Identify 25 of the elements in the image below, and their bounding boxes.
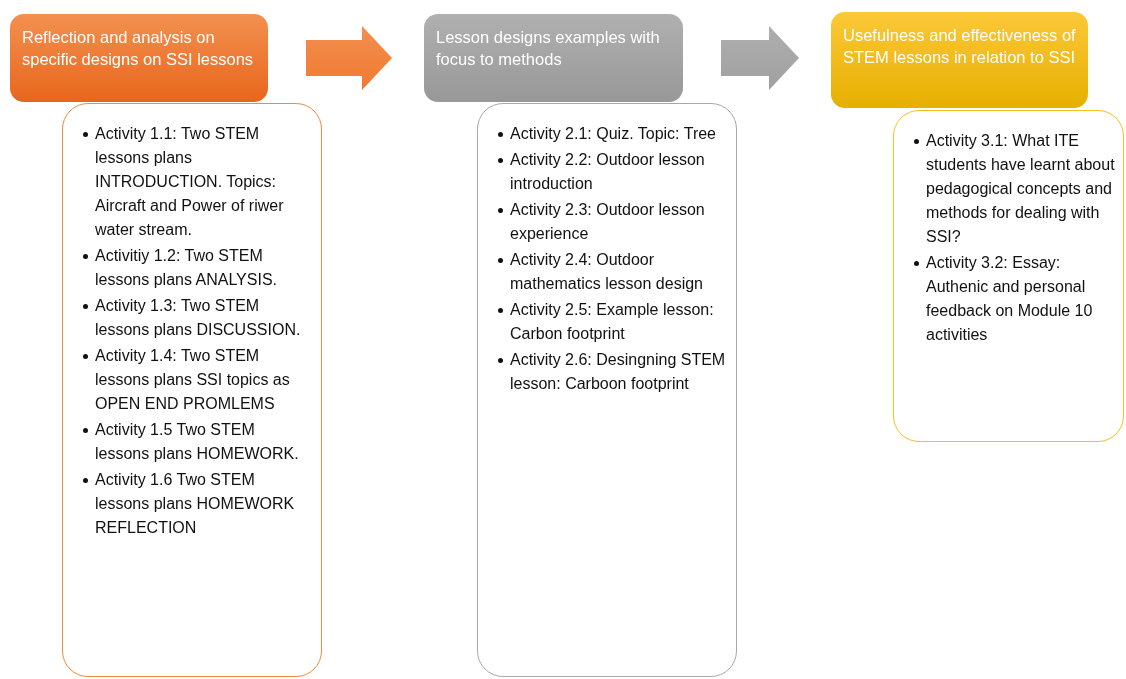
list-item: Activity 2.5: Example lesson: Carbon footprint [510, 300, 715, 344]
header-box [424, 14, 683, 102]
list-item: Activity 1.6 Two STEM lessons plans HOMEWORK REFLECTION [95, 470, 296, 538]
list-item: Activity 2.3: Outdoor lesson experience [510, 200, 706, 244]
header-text: Lesson designs examples with focus to methods [436, 27, 661, 70]
block-arrow [721, 26, 799, 90]
activity-list-box [893, 110, 1124, 442]
list-item: Activity 2.1: Quiz. Topic: Tree [510, 124, 716, 144]
list-item: Activitiy 1.2: Two STEM lessons plans ANALYSIS. [95, 246, 279, 290]
activity-list-box [477, 103, 737, 677]
list-item: Activity 2.2: Outdoor lesson introduction [510, 150, 706, 194]
header-box [10, 14, 268, 102]
header-box [831, 12, 1088, 108]
list-item: Activity 1.4: Two STEM lessons plans SSI topics as OPEN END PROMLEMS [95, 346, 291, 414]
list-item: Activity 3.1: What ITE students have learnt about pedagogical concepts and methods for dealing with SSI? [926, 131, 1115, 247]
list-item: Activity 1.3: Two STEM lessons plans DISCUSSION. [95, 296, 302, 340]
list-item: Activity 3.2: Essay: Authenic and personal feedback on Module 10 activities [926, 253, 1094, 345]
activity-list-box [62, 103, 322, 677]
list-item: Activity 1.1: Two STEM lessons plans INTRODUCTION. Topics: Aircraft and Power of riwer water stream. [95, 124, 285, 240]
list-item: Activity 2.6: Desingning STEM lesson: Carboon footprint [510, 350, 727, 394]
header-text: Usefulness and effectiveness of STEM lessons in relation to SSI [843, 25, 1076, 68]
header-text: Reflection and analysis on specific designs on SSI lessons [22, 27, 255, 70]
list-item: Activity 1.5 Two STEM lessons plans HOMEWORK. [95, 420, 300, 464]
list-item: Activity 2.4: Outdoor mathematics lesson design [510, 250, 704, 294]
block-arrow [306, 26, 392, 90]
